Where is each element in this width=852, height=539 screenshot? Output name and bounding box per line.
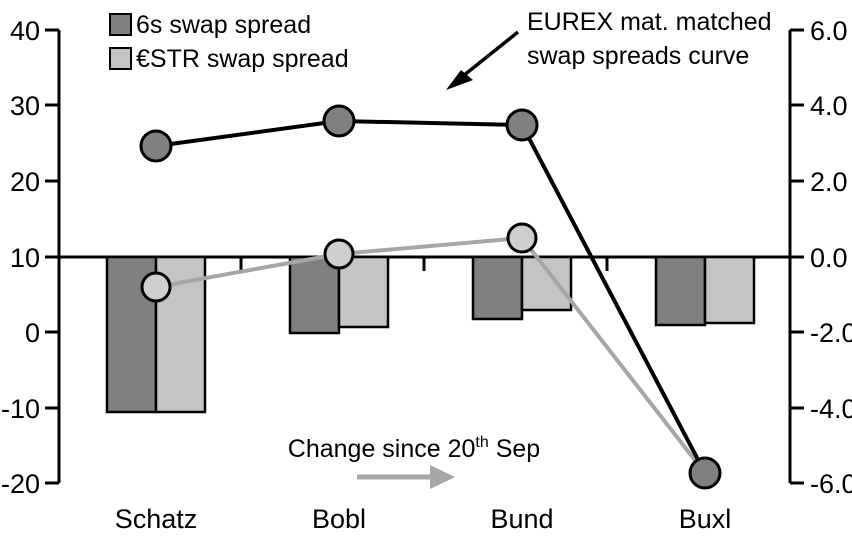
right-tick-label-6: 6.0 [810,16,848,46]
callout-line-2: swap spreads curve [527,42,749,70]
bar-estr-bobl[interactable] [337,255,390,329]
right-tick-label-2: 2.0 [810,167,848,197]
right-tick-label-neg6: -6.0 [810,469,852,499]
line-change-since-sep[interactable] [155,235,707,475]
bar-group-bund [471,255,573,321]
bar-estr-buxl[interactable] [703,255,756,325]
bar-6s-schatz[interactable] [105,255,158,414]
markers-change-since-sep [140,222,538,303]
legend-swatch-estr-icon [109,47,132,70]
bar-6s-bund[interactable] [471,255,524,321]
marker-eurex-schatz[interactable] [139,129,173,163]
change-note-superscript: th [475,434,488,451]
category-label-bund: Bund [490,504,553,534]
left-tick-label-0: 0 [25,318,40,348]
category-label-buxl: Buxl [679,504,732,534]
right-tick-label-neg4: -4.0 [810,394,852,424]
left-tick-label-40: 40 [10,16,40,46]
legend-label-6s: 6s swap spread [136,11,311,39]
category-labels: Schatz Bobl Bund Buxl [115,504,732,534]
bar-group-bobl [288,255,390,335]
callout-eurex: EUREX mat. matched swap spreads curve [446,8,772,90]
left-tick-label-10: 10 [10,243,40,273]
right-tick-label-neg2: -2.0 [810,318,852,348]
marker-eurex-buxl[interactable] [688,456,722,490]
legend-swatch-6s-icon [109,13,132,36]
right-tick-label-0: 0.0 [810,243,848,273]
bar-6s-bobl[interactable] [288,255,341,335]
markers-eurex-curve [139,104,722,490]
callout-arrow-head-icon [446,70,473,90]
change-since-annotation: Change since 20th Sep [288,434,540,489]
right-tick-label-4: 4.0 [810,91,848,121]
marker-eurex-bund[interactable] [505,108,539,142]
left-tick-label-neg20: -20 [1,469,40,499]
change-note-text-before: Change since 20 [288,435,476,463]
chart-legend: 6s swap spread €STR swap spread [109,11,349,73]
marker-change-bund[interactable] [506,222,538,254]
category-label-schatz: Schatz [115,504,198,534]
left-tick-label-30: 30 [10,91,40,121]
marker-change-bobl[interactable] [323,238,355,270]
left-tick-label-20: 20 [10,167,40,197]
change-note-text-after: Sep [489,435,540,463]
change-note-label: Change since 20th Sep [288,434,540,463]
left-tick-label-neg10: -10 [1,394,40,424]
category-label-bobl: Bobl [312,504,366,534]
callout-line-1: EUREX mat. matched [527,8,772,36]
marker-eurex-bobl[interactable] [322,104,356,138]
marker-change-schatz[interactable] [140,271,172,303]
bar-group-buxl [654,255,756,327]
category-ticks [239,257,609,271]
bar-estr-bund[interactable] [520,255,573,312]
legend-label-estr: €STR swap spread [136,45,349,73]
line-eurex-swap-spreads-curve[interactable] [155,118,707,474]
right-axis: 6.0 4.0 2.0 0.0 -2.0 -4.0 -6.0 [788,16,852,499]
bar-6s-buxl[interactable] [654,255,707,327]
change-note-arrow-head-icon [430,465,455,489]
left-axis: 40 30 20 10 0 -10 -20 [1,16,61,499]
